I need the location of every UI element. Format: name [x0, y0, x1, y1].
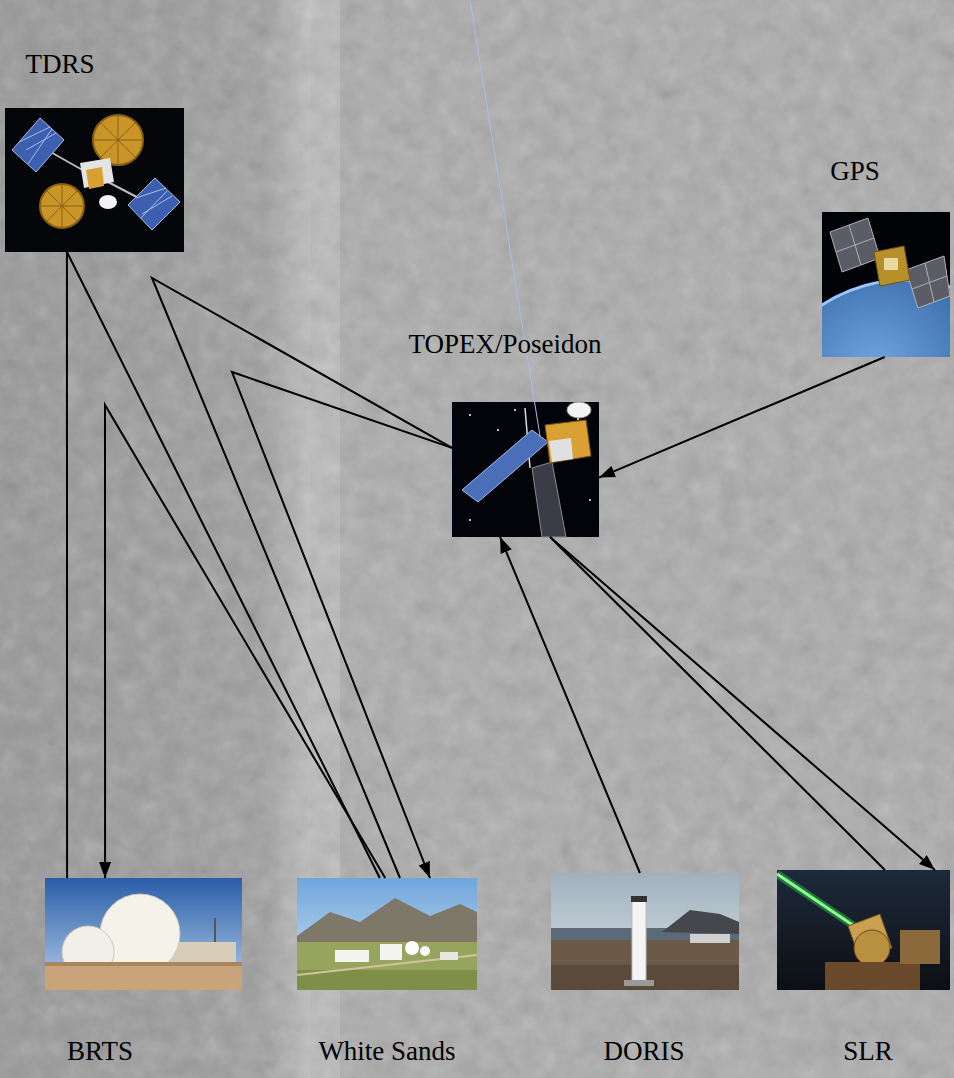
signal-link [599, 357, 885, 478]
signal-link [500, 537, 640, 873]
photo-node: White Sands [297, 878, 477, 990]
white-sands-photo [297, 878, 477, 990]
tdrs-photo [5, 108, 184, 252]
signal-link [67, 252, 380, 878]
brts-photo [45, 878, 242, 990]
signal-link [105, 405, 385, 878]
signal-link [66, 252, 68, 878]
node-label: TOPEX/Poseidon [408, 329, 601, 360]
node-label: SLR [843, 1036, 893, 1067]
doris-photo [551, 873, 739, 990]
slr-photo [777, 870, 950, 990]
photo-node: SLR [777, 870, 950, 990]
gps-photo [822, 212, 950, 357]
signal-link [550, 537, 885, 870]
photo-node: BRTS [45, 878, 242, 990]
node-label: GPS [830, 156, 880, 187]
signal-link [232, 372, 452, 878]
node-label: White Sands [318, 1036, 455, 1067]
photo-node: TOPEX/Poseidon [452, 402, 599, 537]
node-label: BRTS [67, 1036, 133, 1067]
photo-node: TDRS [5, 108, 184, 252]
signal-link [550, 537, 935, 870]
topex-photo [452, 0, 599, 537]
node-label: DORIS [603, 1036, 684, 1067]
photo-node: DORIS [551, 873, 739, 990]
node-label: TDRS [25, 49, 94, 80]
photo-node: GPS [822, 212, 950, 357]
signal-link [152, 278, 452, 878]
